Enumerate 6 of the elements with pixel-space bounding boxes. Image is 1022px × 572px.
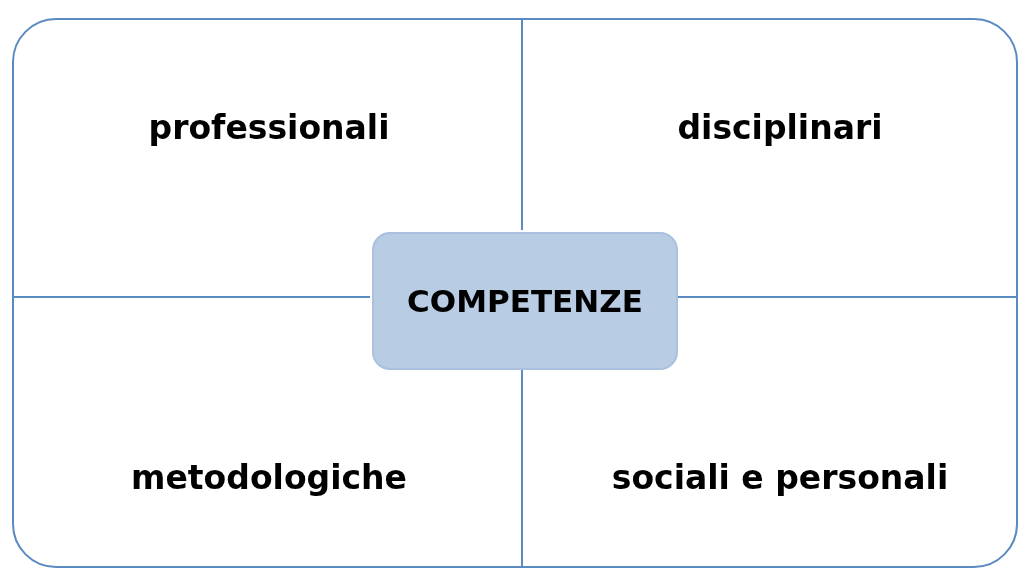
quadrant-label: sociali e personali xyxy=(611,457,949,497)
frame-box xyxy=(12,18,1018,568)
quadrant-label: metodologiche xyxy=(131,457,407,497)
quadrant-label: professionali xyxy=(148,107,390,147)
center-box: COMPETENZE xyxy=(372,232,678,370)
quadrant-label: disciplinari xyxy=(677,107,883,147)
